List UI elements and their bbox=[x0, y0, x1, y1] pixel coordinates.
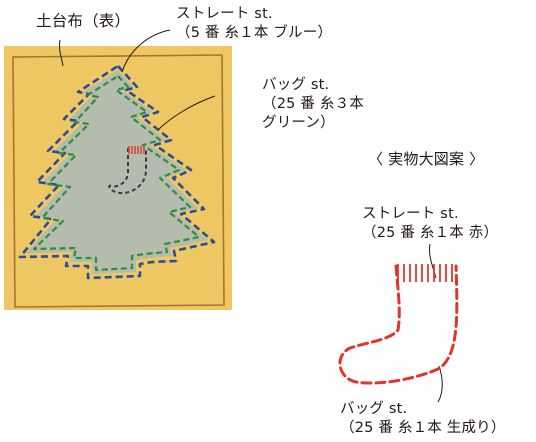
label-line: （25 番 糸１本 赤） bbox=[362, 225, 499, 241]
label-line: ストレート st. bbox=[176, 6, 273, 22]
actual-size-title: 〈 実物大図案 〉 bbox=[368, 150, 485, 168]
label-sock-straight-stitch: ストレート st. （25 番 糸１本 赤） bbox=[362, 205, 498, 243]
label-tree-bag-stitch: バッグ st. （25 番 糸３本 グリーン） bbox=[262, 76, 364, 133]
mini-sock bbox=[108, 146, 147, 195]
green-bag-stitch bbox=[32, 74, 201, 272]
label-line: バッグ st. bbox=[340, 401, 408, 417]
fabric-border bbox=[12, 54, 225, 308]
sock-actual-size bbox=[338, 264, 459, 385]
leader-bag bbox=[157, 95, 216, 131]
label-line: バッグ st. bbox=[262, 77, 330, 93]
blue-straight-stitch bbox=[18, 64, 216, 280]
label-line: （25 番 糸３本 bbox=[262, 96, 364, 112]
label-tree-straight-stitch: ストレート st. （5 番 糸１本 ブルー） bbox=[176, 5, 332, 43]
leader-sock-bag bbox=[437, 365, 443, 403]
label-sock-bag-stitch: バッグ st. （25 番 糸１本 生成り） bbox=[340, 400, 506, 438]
label-base-fabric: 土台布（表） bbox=[36, 12, 131, 30]
label-line: グリーン） bbox=[262, 115, 335, 131]
label-line: ストレート st. bbox=[362, 206, 459, 222]
leader-sock-top bbox=[429, 243, 437, 279]
leader-base bbox=[58, 39, 64, 67]
leader-straight bbox=[121, 29, 171, 73]
label-line: （5 番 糸１本 ブルー） bbox=[176, 25, 333, 41]
label-line: （25 番 糸１本 生成り） bbox=[340, 420, 506, 436]
tree-shape bbox=[26, 70, 208, 274]
